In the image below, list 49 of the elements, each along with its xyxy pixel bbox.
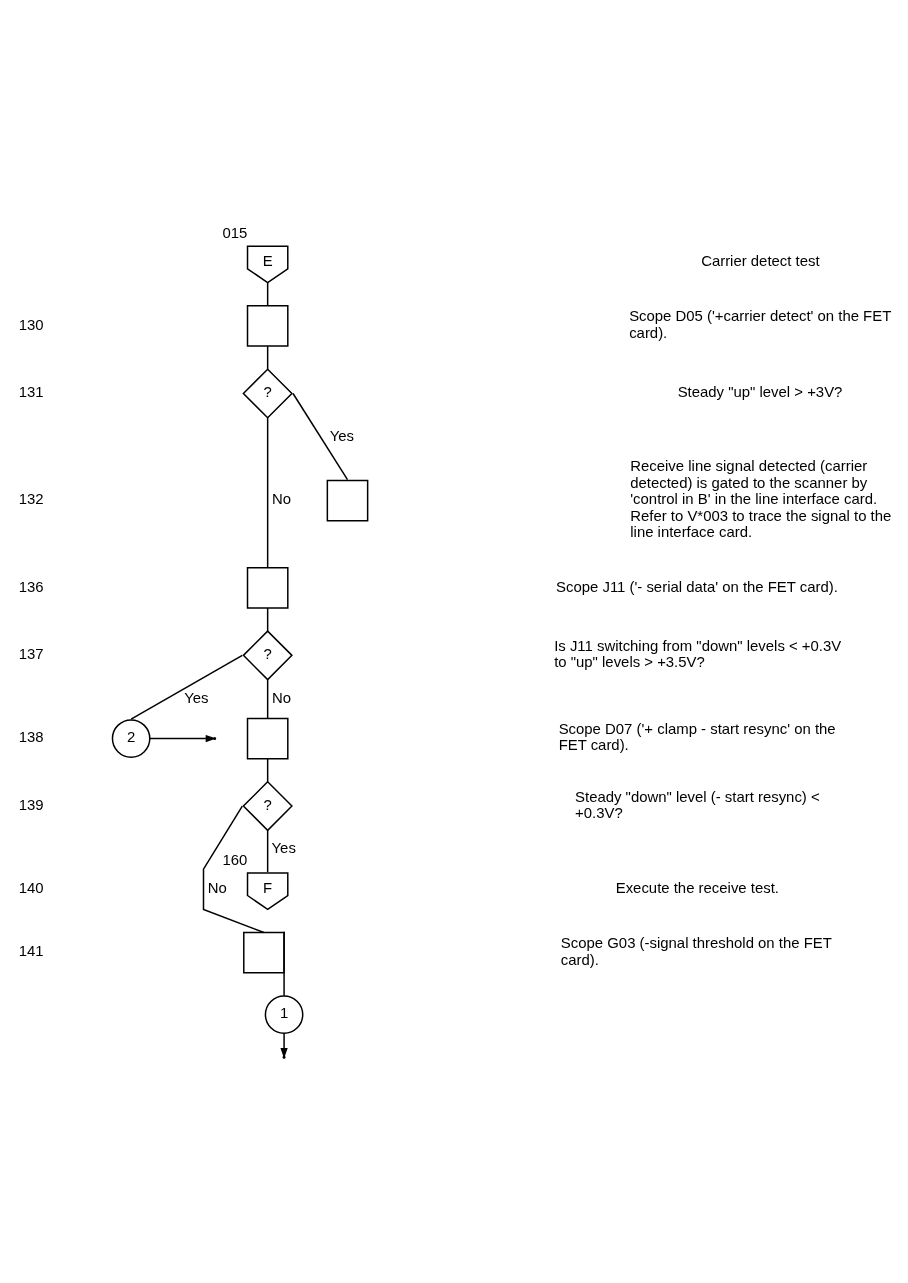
- node-box: [246, 304, 289, 347]
- connector: [266, 606, 269, 632]
- connector: [266, 344, 269, 370]
- label: 140: [18, 878, 44, 896]
- connector: [266, 416, 269, 568]
- label: Steady "up" level > +3V?: [677, 382, 843, 400]
- connector: [292, 392, 349, 480]
- label: Scope G03 (-signal threshold on the FET card).: [560, 933, 832, 968]
- node-box: [246, 717, 289, 759]
- label: Carrier detect test: [701, 251, 820, 269]
- connector: [266, 281, 269, 306]
- edge-label: No: [271, 489, 291, 507]
- node-box: [243, 931, 285, 974]
- node-label: 160: [222, 850, 248, 868]
- label: 136: [18, 577, 44, 595]
- label: 138: [18, 727, 44, 745]
- node-box: [326, 479, 369, 521]
- connector: [130, 654, 244, 720]
- label: 137: [18, 644, 44, 662]
- node-box: [246, 566, 289, 609]
- connector: [266, 757, 269, 783]
- label: Receive line signal detected (carrier detected) is gated to the scanner by 'control in B' in the line interface card. Refer to V*003 to trace the signal to the line interface card.: [630, 456, 892, 540]
- label: 131: [18, 382, 44, 400]
- label: Steady "down" level (- start resync) < +0.3V?: [575, 787, 820, 821]
- label: 139: [18, 795, 44, 813]
- edge-label: Yes: [184, 688, 209, 706]
- label: Scope D05 ('+carrier detect' on the FET card).: [629, 306, 892, 341]
- edge-label: No: [271, 688, 291, 706]
- label: Execute the receive test.: [615, 878, 779, 896]
- connector: [266, 829, 269, 873]
- label: 130: [18, 315, 44, 333]
- edge-label: Yes: [271, 838, 296, 856]
- node-diamond: ?: [242, 780, 293, 831]
- node-diamond: ?: [242, 629, 293, 681]
- connector: [266, 678, 269, 719]
- label: 141: [18, 941, 44, 959]
- edge-label: No: [207, 878, 227, 896]
- node-label: 015: [222, 223, 248, 241]
- label: Scope J11 ('- serial data' on the FET card).: [556, 577, 838, 595]
- label: 132: [18, 489, 44, 507]
- edge-label: Yes: [329, 426, 355, 444]
- label: Scope D07 ('+ clamp - start resync' on the FET card).: [558, 719, 836, 753]
- connector: [202, 804, 265, 933]
- node-circle: 2: [111, 718, 151, 758]
- arrow: [149, 734, 217, 742]
- label: Is J11 switching from "down" levels < +0.3V to "up" levels > +3.5V?: [554, 636, 842, 670]
- connector: [283, 930, 285, 997]
- node-diamond: ?: [242, 367, 293, 419]
- node-circle: 1: [264, 994, 304, 1034]
